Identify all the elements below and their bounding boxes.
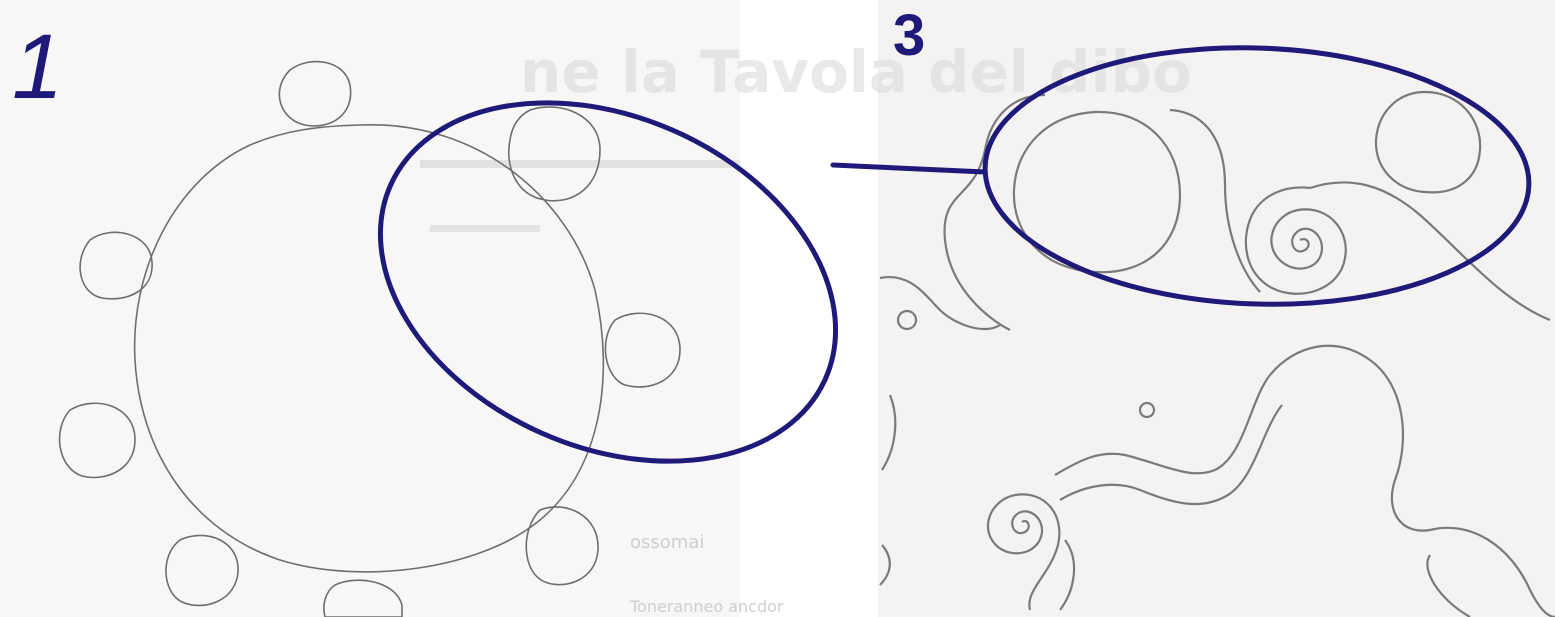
- wavy-line-sketch: [1427, 555, 1470, 617]
- wavy-line-sketch: [1170, 110, 1260, 292]
- small-circle-sketch: [1376, 92, 1480, 192]
- sketch-1-drawing: [60, 62, 680, 617]
- wavy-line-sketch: [1055, 346, 1430, 531]
- wavy-line-sketch: [945, 95, 1045, 330]
- small-blob-sketch: [80, 232, 152, 298]
- highlight-ellipse-right: [981, 39, 1534, 314]
- spiral-sketch: [988, 494, 1059, 610]
- tiny-circle-sketch: [1140, 403, 1154, 417]
- large-circle-sketch: [135, 125, 604, 572]
- wavy-line-sketch: [880, 545, 890, 585]
- background-line: [430, 225, 540, 232]
- wavy-line-sketch: [882, 395, 895, 470]
- small-blob-sketch: [605, 313, 680, 387]
- background-word: ossomai: [630, 532, 704, 553]
- small-blob-sketch: [279, 62, 350, 126]
- background-print: ne la Tavola del dibo ossomai Toneranneo…: [420, 38, 1192, 616]
- panel-number-1: 1: [12, 16, 63, 118]
- annotations: [323, 34, 1533, 529]
- highlight-ellipse-left: [323, 34, 892, 529]
- small-blob-sketch: [509, 107, 600, 201]
- panel-number-3: 3: [893, 3, 925, 68]
- spiral-sketch: [1246, 187, 1346, 293]
- wavy-line-sketch: [1060, 540, 1074, 610]
- small-blob-sketch: [166, 535, 238, 605]
- wavy-line-sketch: [1430, 528, 1555, 617]
- small-blob-sketch: [526, 507, 598, 585]
- small-blob-sketch: [60, 403, 135, 477]
- background-word: Toneranneo ancdor: [629, 597, 784, 616]
- connector-line: [833, 165, 985, 172]
- background-line: [420, 160, 740, 168]
- tiny-circle-sketch: [898, 311, 916, 329]
- small-blob-sketch: [324, 580, 402, 617]
